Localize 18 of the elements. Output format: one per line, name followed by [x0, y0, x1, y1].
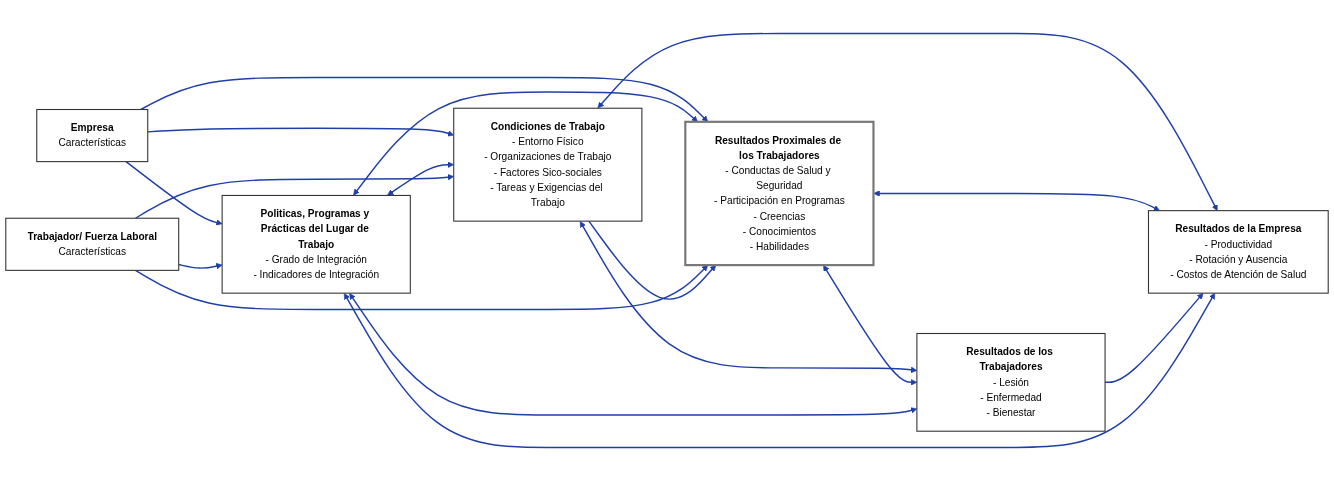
node-box: Empresa Características: [36, 108, 149, 163]
arrow: [134, 264, 709, 311]
arrow: [597, 32, 1218, 211]
node-box: Condiciones de Trabajo - Entorno Físico - Organizaciones de Trabajo - Factores Sico-sociales - Tareas y Exigencias del Trabajo: [453, 107, 643, 222]
arrow: [134, 174, 454, 219]
node-box: Trabajador/ Fuerza Laboral Características: [5, 217, 180, 271]
node-box: Resultados Proximales de los Trabajadores - Conductas de Salud y Seguridad - Participación en Programas - Creencias - Conocimientos - Habilidades: [684, 120, 875, 267]
arrow: [147, 127, 454, 137]
arrow: [125, 160, 223, 226]
arrow: [353, 91, 698, 196]
node-box: Resultados de los Trabajadores - Lesión - Enfermedad - Bienestar: [916, 332, 1106, 432]
arrow: [178, 263, 223, 270]
node-box: Politicas, Programas y Prácticas del Lugar de Trabajo - Grado de Integración - Indicadores de Integración: [221, 194, 411, 294]
node-box: Resultados de la Empresa - Productividad - Rotación y Ausencia - Costos de Atención de Salud: [1147, 210, 1329, 294]
arrow: [588, 220, 717, 300]
arrow: [343, 292, 1216, 449]
arrow: [873, 190, 1160, 211]
arrow: [387, 161, 454, 196]
